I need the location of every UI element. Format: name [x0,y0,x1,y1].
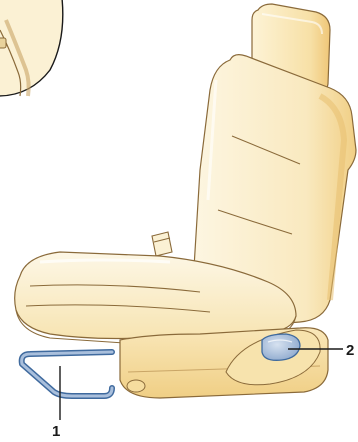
callout-label-1: 1 [52,424,60,439]
recline-lever-icon [262,334,300,360]
callout-label-2: 2 [346,343,354,358]
circle-detail-icon [0,0,63,96]
seat-adjust-bar-icon [22,352,112,396]
